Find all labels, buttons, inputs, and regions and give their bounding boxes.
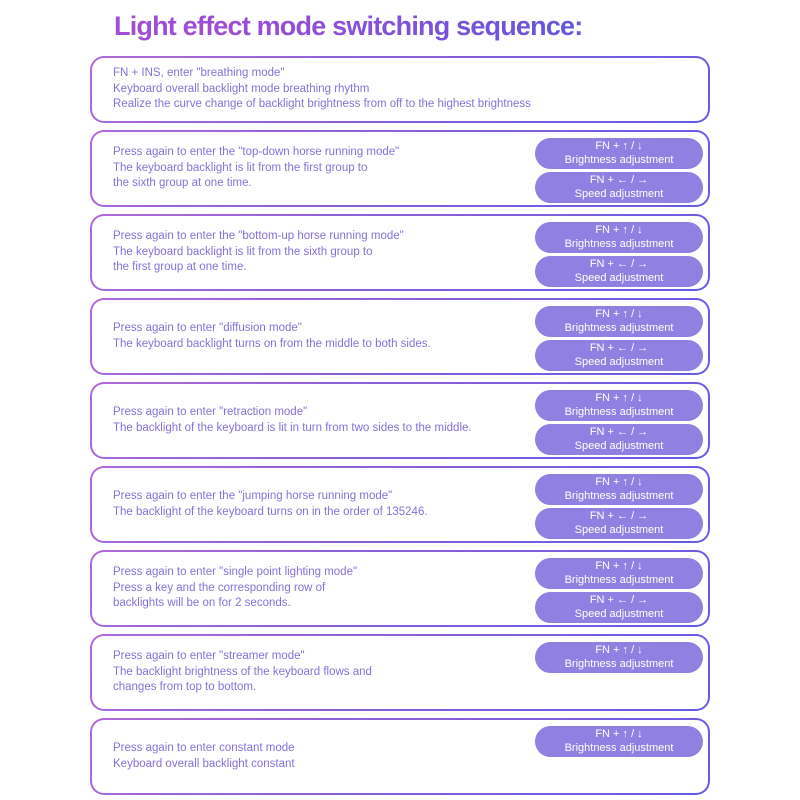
- speed-adjustment-pill: FN + ← / →Speed adjustment: [535, 172, 703, 203]
- card-text-line: backlights will be on for 2 seconds.: [113, 597, 291, 610]
- pill-key-combo: FN + ← / →: [589, 510, 649, 522]
- card-text-line: The keyboard backlight is lit from the f…: [113, 161, 368, 174]
- mode-card-list: FN + INS, enter "breathing mode" Keyboard…: [90, 56, 710, 795]
- page-title-part1: Light effect mode: [114, 11, 326, 41]
- pill-label: Speed adjustment: [574, 271, 664, 284]
- card-text-line: Press a key and the corresponding row of: [113, 581, 326, 594]
- brightness-adjustment-pill: FN + ↑ / ↓Brightness adjustment: [535, 726, 703, 757]
- mode-card: Press again to enter the "top-down horse…: [90, 130, 710, 207]
- pill-label: Brightness adjustment: [564, 153, 674, 166]
- pill-label: Brightness adjustment: [564, 405, 674, 418]
- card-text: Press again to enter the "top-down horse…: [113, 139, 535, 198]
- card-text-line: Press again to enter "streamer mode": [113, 650, 305, 663]
- pill-key-combo: FN + ← / →: [589, 426, 649, 438]
- brightness-adjustment-pill: FN + ↑ / ↓Brightness adjustment: [535, 558, 703, 589]
- pill-key-combo: FN + ← / →: [589, 174, 649, 186]
- pill-key-combo: FN + ↑ / ↓: [595, 560, 643, 572]
- pill-label: Speed adjustment: [574, 439, 664, 452]
- brightness-adjustment-pill: FN + ↑ / ↓Brightness adjustment: [535, 642, 703, 673]
- mode-card: Press again to enter the "bottom-up hors…: [90, 214, 710, 291]
- pill-label: Brightness adjustment: [564, 657, 674, 670]
- pill-key-combo: FN + ↑ / ↓: [595, 644, 643, 656]
- pill-key-combo: FN + ← / →: [589, 258, 649, 270]
- brightness-adjustment-pill: FN + ↑ / ↓Brightness adjustment: [535, 222, 703, 253]
- card-text-line: Press again to enter "retraction mode": [113, 406, 308, 418]
- brightness-adjustment-pill: FN + ↑ / ↓Brightness adjustment: [535, 474, 703, 505]
- page-title: Light effect mode switching sequence:: [0, 0, 800, 43]
- mode-card: Press again to enter the "jumping horse …: [90, 466, 710, 543]
- pill-key-combo: FN + ↑ / ↓: [595, 476, 643, 488]
- card-text-line: Press again to enter the "bottom-up hors…: [113, 230, 404, 243]
- mode-card: Press again to enter "diffusion mode" The…: [90, 298, 710, 375]
- card-text: Press again to enter the "bottom-up hors…: [113, 223, 535, 282]
- card-text: Press again to enter the "jumping horse …: [113, 483, 535, 526]
- card-pills: FN + ↑ / ↓Brightness adjustment: [535, 720, 703, 757]
- card-text-line: the sixth group at one time.: [113, 177, 252, 190]
- pill-key-combo: FN + ↑ / ↓: [595, 392, 643, 404]
- card-text-line: Keyboard overall backlight constant: [113, 757, 295, 770]
- pill-label: Speed adjustment: [574, 607, 664, 620]
- pill-key-combo: FN + ↑ / ↓: [595, 224, 643, 236]
- speed-adjustment-pill: FN + ← / →Speed adjustment: [535, 508, 703, 539]
- card-text-line: The keyboard backlight is lit from the s…: [113, 245, 373, 258]
- pill-key-combo: FN + ↑ / ↓: [595, 140, 643, 152]
- speed-adjustment-pill: FN + ← / →Speed adjustment: [535, 340, 703, 371]
- brightness-adjustment-pill: FN + ↑ / ↓Brightness adjustment: [535, 138, 703, 169]
- pill-label: Brightness adjustment: [564, 573, 674, 586]
- card-text-line: Keyboard overall backlight mode breathin…: [113, 82, 370, 95]
- card-text-line: Press again to enter "diffusion mode": [113, 322, 302, 334]
- pill-label: Brightness adjustment: [564, 489, 674, 502]
- pill-key-combo: FN + ↑ / ↓: [595, 728, 643, 740]
- mode-card: Press again to enter "retraction mode" Th…: [90, 382, 710, 459]
- pill-label: Speed adjustment: [574, 355, 664, 368]
- brightness-adjustment-pill: FN + ↑ / ↓Brightness adjustment: [535, 306, 703, 337]
- page-title-part2: switching sequence:: [325, 11, 583, 41]
- card-text-line: The backlight of the keyboard turns on i…: [113, 505, 428, 518]
- card-text: FN + INS, enter "breathing mode" Keyboard…: [113, 60, 703, 119]
- card-pills: FN + ↑ / ↓Brightness adjustment: [535, 636, 703, 673]
- pill-label: Speed adjustment: [574, 187, 664, 200]
- pill-label: Speed adjustment: [574, 523, 664, 536]
- card-text: Press again to enter "diffusion mode" The…: [113, 315, 535, 358]
- card-text-line: changes from top to bottom.: [113, 681, 257, 694]
- pill-key-combo: FN + ← / →: [589, 342, 649, 354]
- card-text-line: Press again to enter constant mode: [113, 742, 295, 754]
- card-text-line: The keyboard backlight turns on from the…: [113, 337, 431, 350]
- pill-key-combo: FN + ← / →: [589, 594, 649, 606]
- speed-adjustment-pill: FN + ← / →Speed adjustment: [535, 592, 703, 623]
- card-text-line: FN + INS, enter "breathing mode": [113, 67, 285, 80]
- brightness-adjustment-pill: FN + ↑ / ↓Brightness adjustment: [535, 390, 703, 421]
- pill-label: Brightness adjustment: [564, 741, 674, 754]
- pill-label: Brightness adjustment: [564, 237, 674, 250]
- card-text-line: Press again to enter the "jumping horse …: [113, 490, 393, 502]
- card-text: Press again to enter "streamer mode" The …: [113, 643, 535, 702]
- card-text-line: The backlight brightness of the keyboard…: [113, 665, 372, 678]
- card-text-line: The backlight of the keyboard is lit in …: [113, 421, 472, 434]
- mode-card: FN + INS, enter "breathing mode" Keyboard…: [90, 56, 710, 123]
- speed-adjustment-pill: FN + ← / →Speed adjustment: [535, 424, 703, 455]
- card-text-line: the first group at one time.: [113, 261, 247, 274]
- speed-adjustment-pill: FN + ← / →Speed adjustment: [535, 256, 703, 287]
- mode-card: Press again to enter "single point light…: [90, 550, 710, 627]
- card-text-line: Press again to enter the "top-down horse…: [113, 146, 400, 159]
- pill-label: Brightness adjustment: [564, 321, 674, 334]
- card-text: Press again to enter "single point light…: [113, 559, 535, 618]
- pill-key-combo: FN + ↑ / ↓: [595, 308, 643, 320]
- card-text: Press again to enter "retraction mode" Th…: [113, 399, 535, 442]
- card-text-line: Realize the curve change of backlight br…: [113, 98, 531, 111]
- card-text-line: Press again to enter "single point light…: [113, 566, 358, 579]
- mode-card: Press again to enter "streamer mode" The …: [90, 634, 710, 711]
